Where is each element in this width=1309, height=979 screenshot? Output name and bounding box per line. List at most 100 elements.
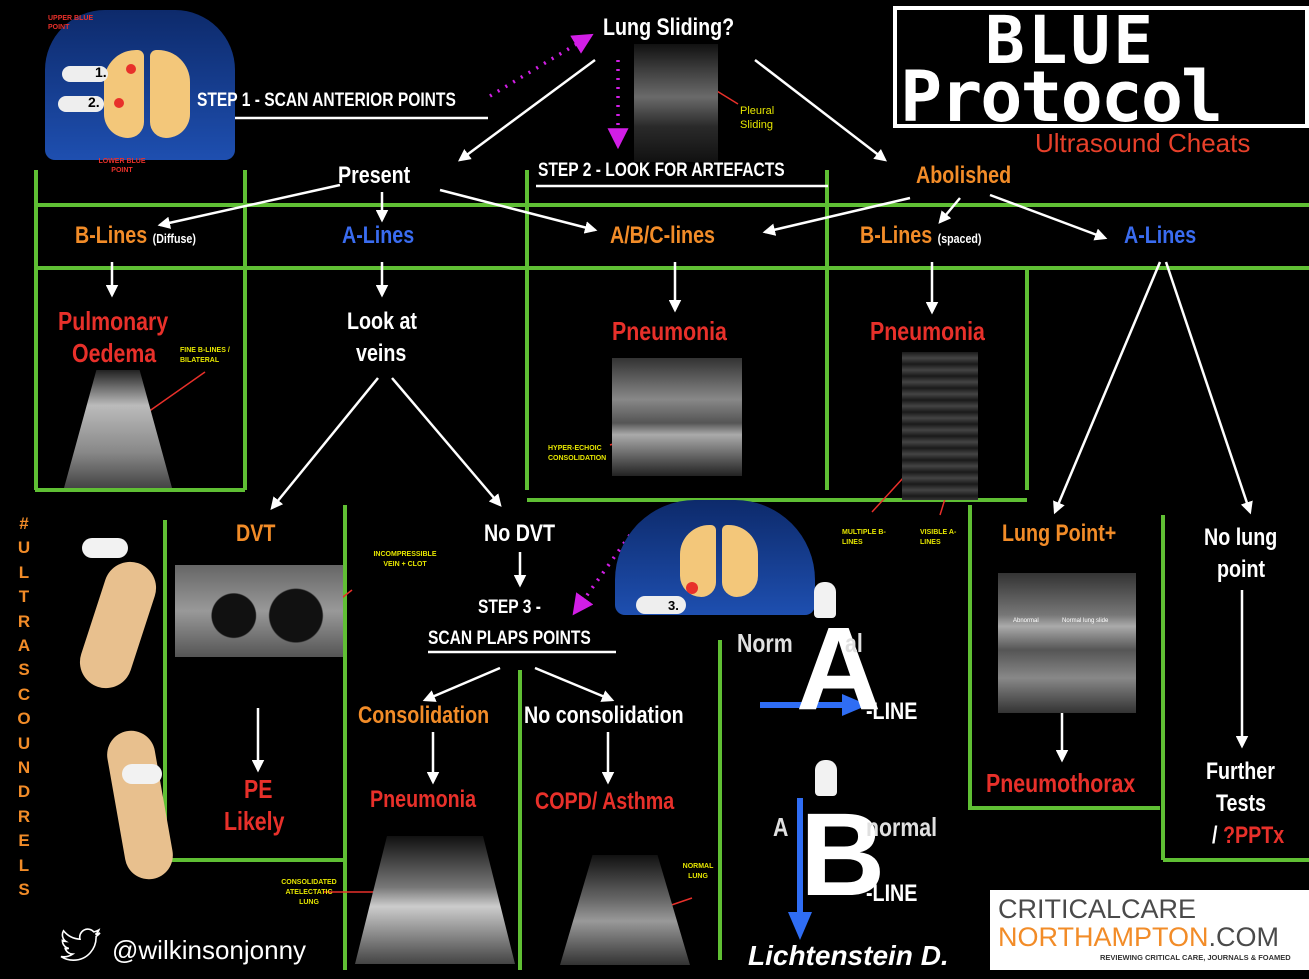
step-3-label-line1: STEP 3 -: [478, 597, 541, 619]
logo-line1: CRITICALCARE: [998, 894, 1196, 925]
step-2-label: STEP 2 - LOOK FOR ARTEFACTS: [538, 160, 785, 182]
hashtag-letter: D: [14, 780, 34, 804]
b-lines-diffuse-qualifier: (Diffuse): [153, 231, 196, 246]
hashtag-letter: L: [14, 561, 34, 585]
lung-point-image-label-left: Abnormal: [1013, 618, 1039, 624]
pneumonia-right-label: Pneumonia: [870, 316, 985, 347]
lung-point-image: [998, 573, 1136, 713]
pneumonia-bottom-label: Pneumonia: [370, 786, 476, 814]
b-lines-diffuse-text: B-Lines: [75, 222, 147, 249]
further-tests-line1: Further: [1206, 758, 1275, 786]
abnormal-prefix: A: [773, 812, 788, 843]
hashtag-letter: N: [14, 756, 34, 780]
abolished-label: Abolished: [916, 162, 1011, 190]
lung-point-label: Lung Point+: [1002, 520, 1116, 548]
b-lines-diffuse-label: B-Lines (Diffuse): [75, 222, 196, 250]
a-lines-right-label: A-Lines: [1124, 222, 1196, 250]
lower-blue-point-label: LOWER BLUE POINT: [92, 157, 152, 175]
hashtag-letter: #: [14, 512, 34, 536]
pulmonary-oedema-line2: Oedema: [72, 338, 156, 369]
pneumonia-center-image: [612, 358, 742, 476]
hashtag-letter: E: [14, 829, 34, 853]
pneumothorax-label: Pneumothorax: [986, 768, 1135, 799]
lung-sliding-question: Lung Sliding?: [603, 14, 734, 42]
pulmonary-oedema-caption: FINE B-LINES / BILATERAL: [180, 346, 242, 366]
hashtag-letter: R: [14, 610, 34, 634]
pneumonia-bottom-caption: CONSOLIDATED ATELECTATIC LUNG: [275, 878, 343, 908]
marker-3: 3.: [668, 598, 679, 613]
further-tests-line3: / ?PPTx: [1212, 822, 1284, 850]
logo-line2: NORTHAMPTON.COM: [998, 922, 1279, 953]
marker-1: 1.: [95, 64, 107, 80]
a-lines-left-label: A-Lines: [342, 222, 414, 250]
logo-com: .COM: [1209, 922, 1280, 952]
dvt-image: [175, 565, 343, 657]
consolidation-label: Consolidation: [358, 702, 489, 730]
lower-blue-point-marker: [114, 98, 124, 108]
probe-leg-top-icon: [82, 538, 128, 558]
normal-suffix: al: [845, 628, 863, 659]
lichtenstein-credit: Lichtenstein D.: [748, 940, 949, 972]
normal-line-label: -LINE: [866, 698, 917, 726]
lungs-top: [104, 50, 192, 140]
lung-point-image-label-right: Normal lung slide: [1062, 618, 1108, 624]
hashtag-letter: S: [14, 658, 34, 682]
pleural-sliding-caption: Pleural Sliding: [740, 104, 788, 132]
pneumonia-center-label: Pneumonia: [612, 316, 727, 347]
no-dvt-label: No DVT: [484, 520, 555, 548]
copd-caption: NORMAL LUNG: [678, 862, 718, 882]
no-lung-point-line1: No lung: [1204, 524, 1277, 552]
abnormal-line-label: -LINE: [866, 880, 917, 908]
hashtag-letter: U: [14, 732, 34, 756]
plaps-point-marker: [686, 582, 698, 594]
hashtag-letter: R: [14, 805, 34, 829]
lung-sliding-image: [634, 44, 718, 162]
b-lines-spaced-qualifier: (spaced): [938, 231, 982, 246]
step-3-label-line2: SCAN PLAPS POINTS: [428, 628, 591, 650]
twitter-handle[interactable]: @wilkinsonjonny: [112, 935, 306, 966]
hashtag-letter: L: [14, 854, 34, 878]
multiple-b-lines-caption: MULTIPLE B-LINES: [842, 528, 886, 548]
criticalcare-logo[interactable]: CRITICALCARE NORTHAMPTON.COM REVIEWING C…: [990, 890, 1309, 970]
no-lung-point-line2: point: [1217, 556, 1265, 584]
title-subtitle: Ultrasound Cheats: [1035, 128, 1250, 159]
look-at-veins-line2: veins: [356, 340, 406, 368]
logo-northampton: NORTHAMPTON: [998, 922, 1209, 952]
pe-likely-line2: Likely: [224, 806, 284, 837]
twitter-bird-icon: [60, 928, 102, 964]
abnormal-suffix: normal: [866, 812, 937, 843]
look-at-veins-line1: Look at: [347, 308, 417, 336]
normal-prefix: Norm: [737, 628, 793, 659]
dvt-label: DVT: [236, 520, 275, 548]
logo-tagline: REVIEWING CRITICAL CARE, JOURNALS & FOAM…: [1100, 953, 1291, 962]
present-label: Present: [338, 162, 410, 190]
hashtag-letter: U: [14, 536, 34, 560]
copd-label: COPD/ Asthma: [535, 788, 674, 816]
visible-a-lines-caption: VISIBLE A-LINES: [920, 528, 960, 548]
marker-2: 2.: [88, 94, 100, 110]
b-lines-spaced-label: B-Lines (spaced): [860, 222, 981, 250]
upper-blue-point-marker: [126, 64, 136, 74]
no-consolidation-label: No consolidation: [524, 702, 684, 730]
dvt-caption: INCOMPRESSIBLE VEIN + CLOT: [368, 550, 442, 570]
hashtag-letter: T: [14, 585, 34, 609]
title-protocol: Protocol: [900, 56, 1221, 138]
abc-lines-label: A/B/C-lines: [610, 222, 715, 250]
pe-likely-line1: PE: [244, 774, 272, 805]
hashtag-letter: A: [14, 634, 34, 658]
further-tests-highlight: ?PPTx: [1223, 822, 1284, 849]
further-tests-line2: Tests: [1216, 790, 1266, 818]
step-1-label: STEP 1 - SCAN ANTERIOR POINTS: [197, 90, 456, 112]
b-lines-spaced-text: B-Lines: [860, 222, 932, 249]
hashtag-letter: S: [14, 878, 34, 902]
upper-blue-point-label: UPPER BLUE POINT: [48, 14, 104, 32]
pneumonia-right-image: [902, 352, 978, 500]
pneumonia-center-caption: HYPER-ECHOIC CONSOLIDATION: [548, 444, 618, 464]
hashtag-letter: C: [14, 683, 34, 707]
hashtag-letter: O: [14, 707, 34, 731]
further-tests-prefix: /: [1212, 822, 1223, 849]
probe-leg-bottom-icon: [122, 764, 162, 784]
pulmonary-oedema-line1: Pulmonary: [58, 306, 168, 337]
